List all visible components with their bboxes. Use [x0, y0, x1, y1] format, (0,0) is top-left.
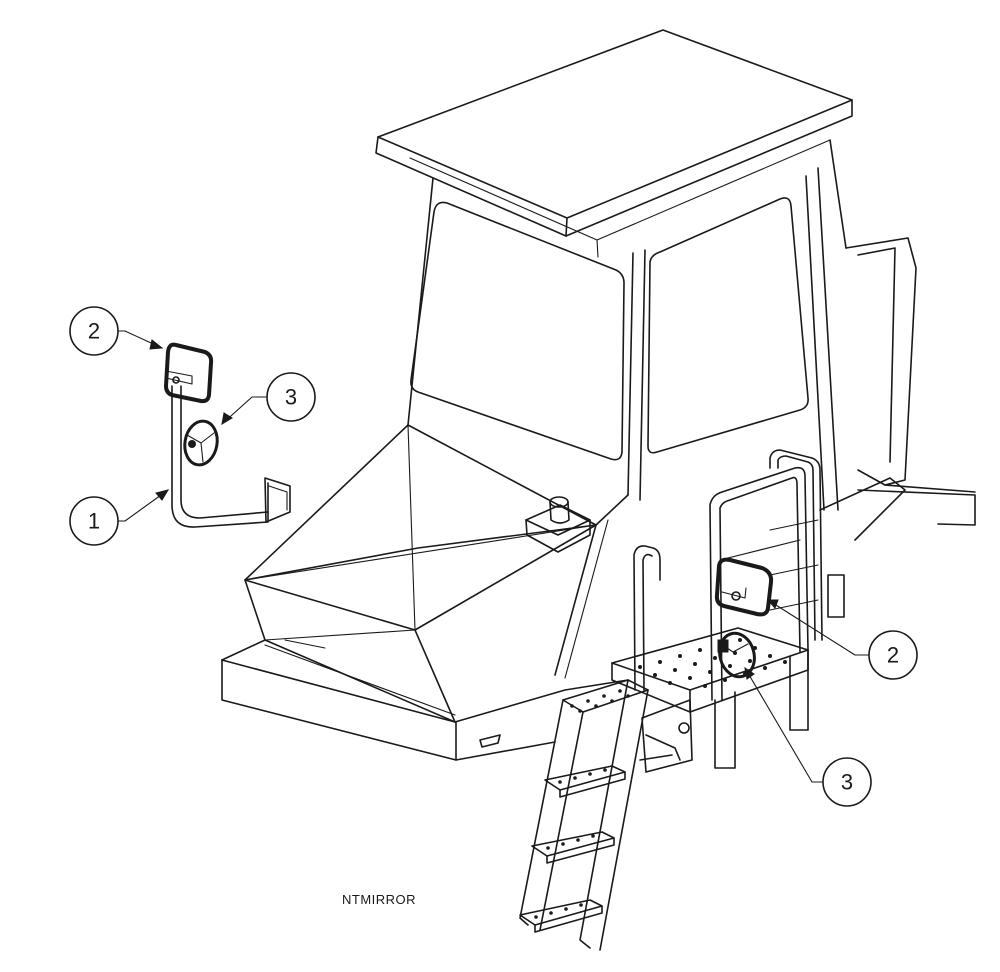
platform-perforations	[638, 638, 787, 688]
handrail	[633, 449, 845, 701]
callout-cab-3-label: 3	[841, 770, 853, 795]
convex-mirror	[183, 419, 219, 467]
callout-cab-2-label: 2	[887, 643, 899, 668]
cab-roof	[375, 29, 853, 258]
cab-body	[407, 139, 976, 541]
step-perforations	[534, 689, 630, 919]
callout-detail-3-label: 3	[285, 385, 297, 410]
base-frame	[221, 639, 629, 761]
callout-cab-3: 3	[822, 757, 872, 807]
access-ladder	[519, 679, 693, 951]
callout-detail-2-label: 2	[88, 319, 100, 344]
callout-detail-1-label: 1	[88, 509, 100, 534]
cab-mounted-mirror	[714, 557, 774, 617]
hood	[244, 424, 629, 723]
platform	[611, 627, 809, 769]
mirror-arm	[171, 385, 291, 528]
leader-lines	[117, 330, 870, 783]
drawing-caption: NTMIRROR	[342, 892, 417, 907]
cab-mounted-convex-mirror	[717, 631, 756, 679]
callout-detail-3: 3	[266, 372, 316, 422]
callout-detail-2: 2	[69, 306, 119, 356]
rectangular-mirror	[164, 342, 214, 404]
callout-cab-2: 2	[868, 630, 918, 680]
callout-detail-1: 1	[69, 496, 119, 546]
